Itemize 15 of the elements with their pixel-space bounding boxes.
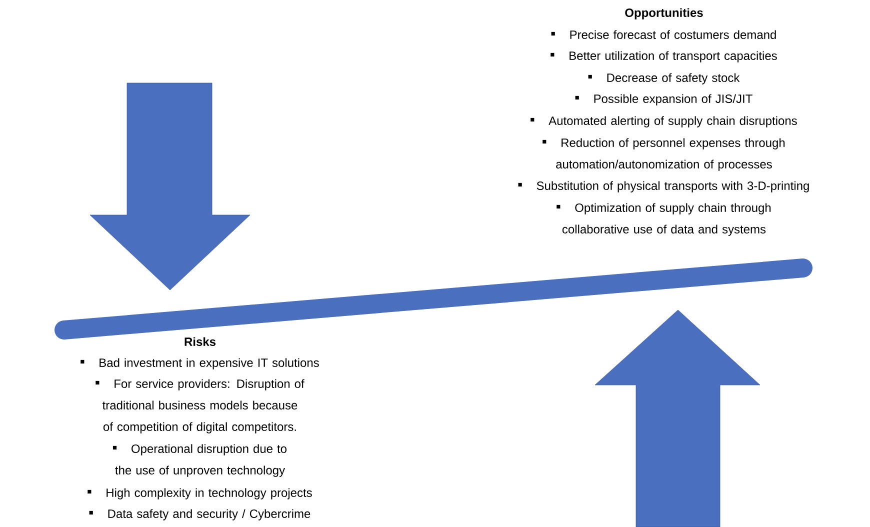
bullet-item: Better utilization of transport capacities <box>550 51 777 62</box>
bullet-item: Optimization of supply chain through collaborative use of data and systems <box>556 203 771 236</box>
bullet-item: Possible expansion of JIS/JIT <box>575 94 752 106</box>
bullet-item: High complexity in technology projects <box>88 488 312 500</box>
bullet-item: Reduction of personnel expenses through automation/autonomization of processes <box>542 138 785 171</box>
bullet-item: For service providers: Disruption of traditional business models because of competition of digital competitors. <box>96 379 304 434</box>
heading: Risks <box>184 337 216 346</box>
heading: Opportunities <box>625 8 703 20</box>
bullet-item: Bad investment in expensive IT solutions <box>80 358 319 370</box>
bullet-item: Decrease of safety stock <box>588 73 740 84</box>
bullet-item: Operational disruption due to the use of unproven technology <box>112 444 286 477</box>
bullet-item: Precise forecast of costumers demand <box>551 30 776 39</box>
bullet-item: Substitution of physical transports with 3-D-printing <box>518 181 809 192</box>
bullet-item: Automated alerting of supply chain disruptions <box>530 116 797 128</box>
bullet-item: Data safety and security / Cybercrime <box>89 509 310 520</box>
